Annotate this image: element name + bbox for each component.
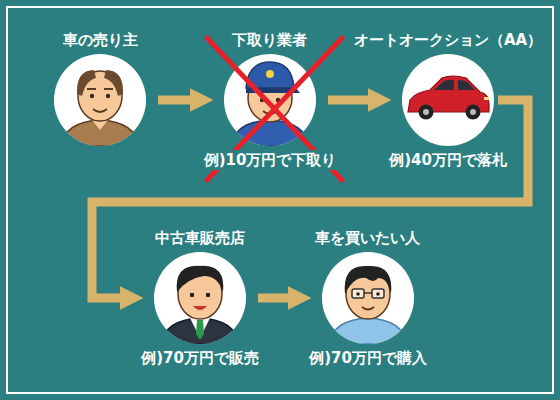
price-caption: 例)70万円で販売 — [138, 348, 262, 368]
node-heading: 車の売り主 — [60, 30, 141, 50]
node-circle — [322, 252, 414, 344]
person-node: オートオークション（AA） 例)40万円で落札 — [351, 30, 545, 170]
node-heading: オートオークション（AA） — [351, 30, 545, 50]
person-node: 中古車販売店例)70万円で販売 — [138, 228, 262, 368]
person-node: 車の売り主 — [54, 30, 146, 150]
car-illustration — [402, 54, 494, 146]
flow-arrow — [328, 96, 368, 105]
flow-arrow — [158, 96, 190, 105]
price-caption: 例)10万円で下取り — [201, 150, 340, 170]
seller-illustration — [54, 54, 146, 146]
flow-arrow — [258, 294, 288, 303]
price-caption: 例)40万円で落札 — [386, 150, 510, 170]
node-heading: 下取り業者 — [229, 30, 310, 50]
outer-frame — [7, 7, 553, 393]
person-node: 下取り業者例)10万円で下取り — [201, 30, 340, 170]
shop-illustration — [154, 252, 246, 344]
node-circle — [402, 54, 494, 146]
node-circle — [224, 54, 316, 146]
node-circle — [154, 252, 246, 344]
node-heading: 車を買いたい人 — [312, 228, 423, 248]
node-circle — [54, 54, 146, 146]
node-heading: 中古車販売店 — [152, 228, 248, 248]
flow-arrow — [92, 100, 528, 298]
buyer-illustration — [322, 252, 414, 344]
price-caption: 例)70万円で購入 — [306, 348, 430, 368]
person-node: 車を買いたい人例)70万円で購入 — [306, 228, 430, 368]
